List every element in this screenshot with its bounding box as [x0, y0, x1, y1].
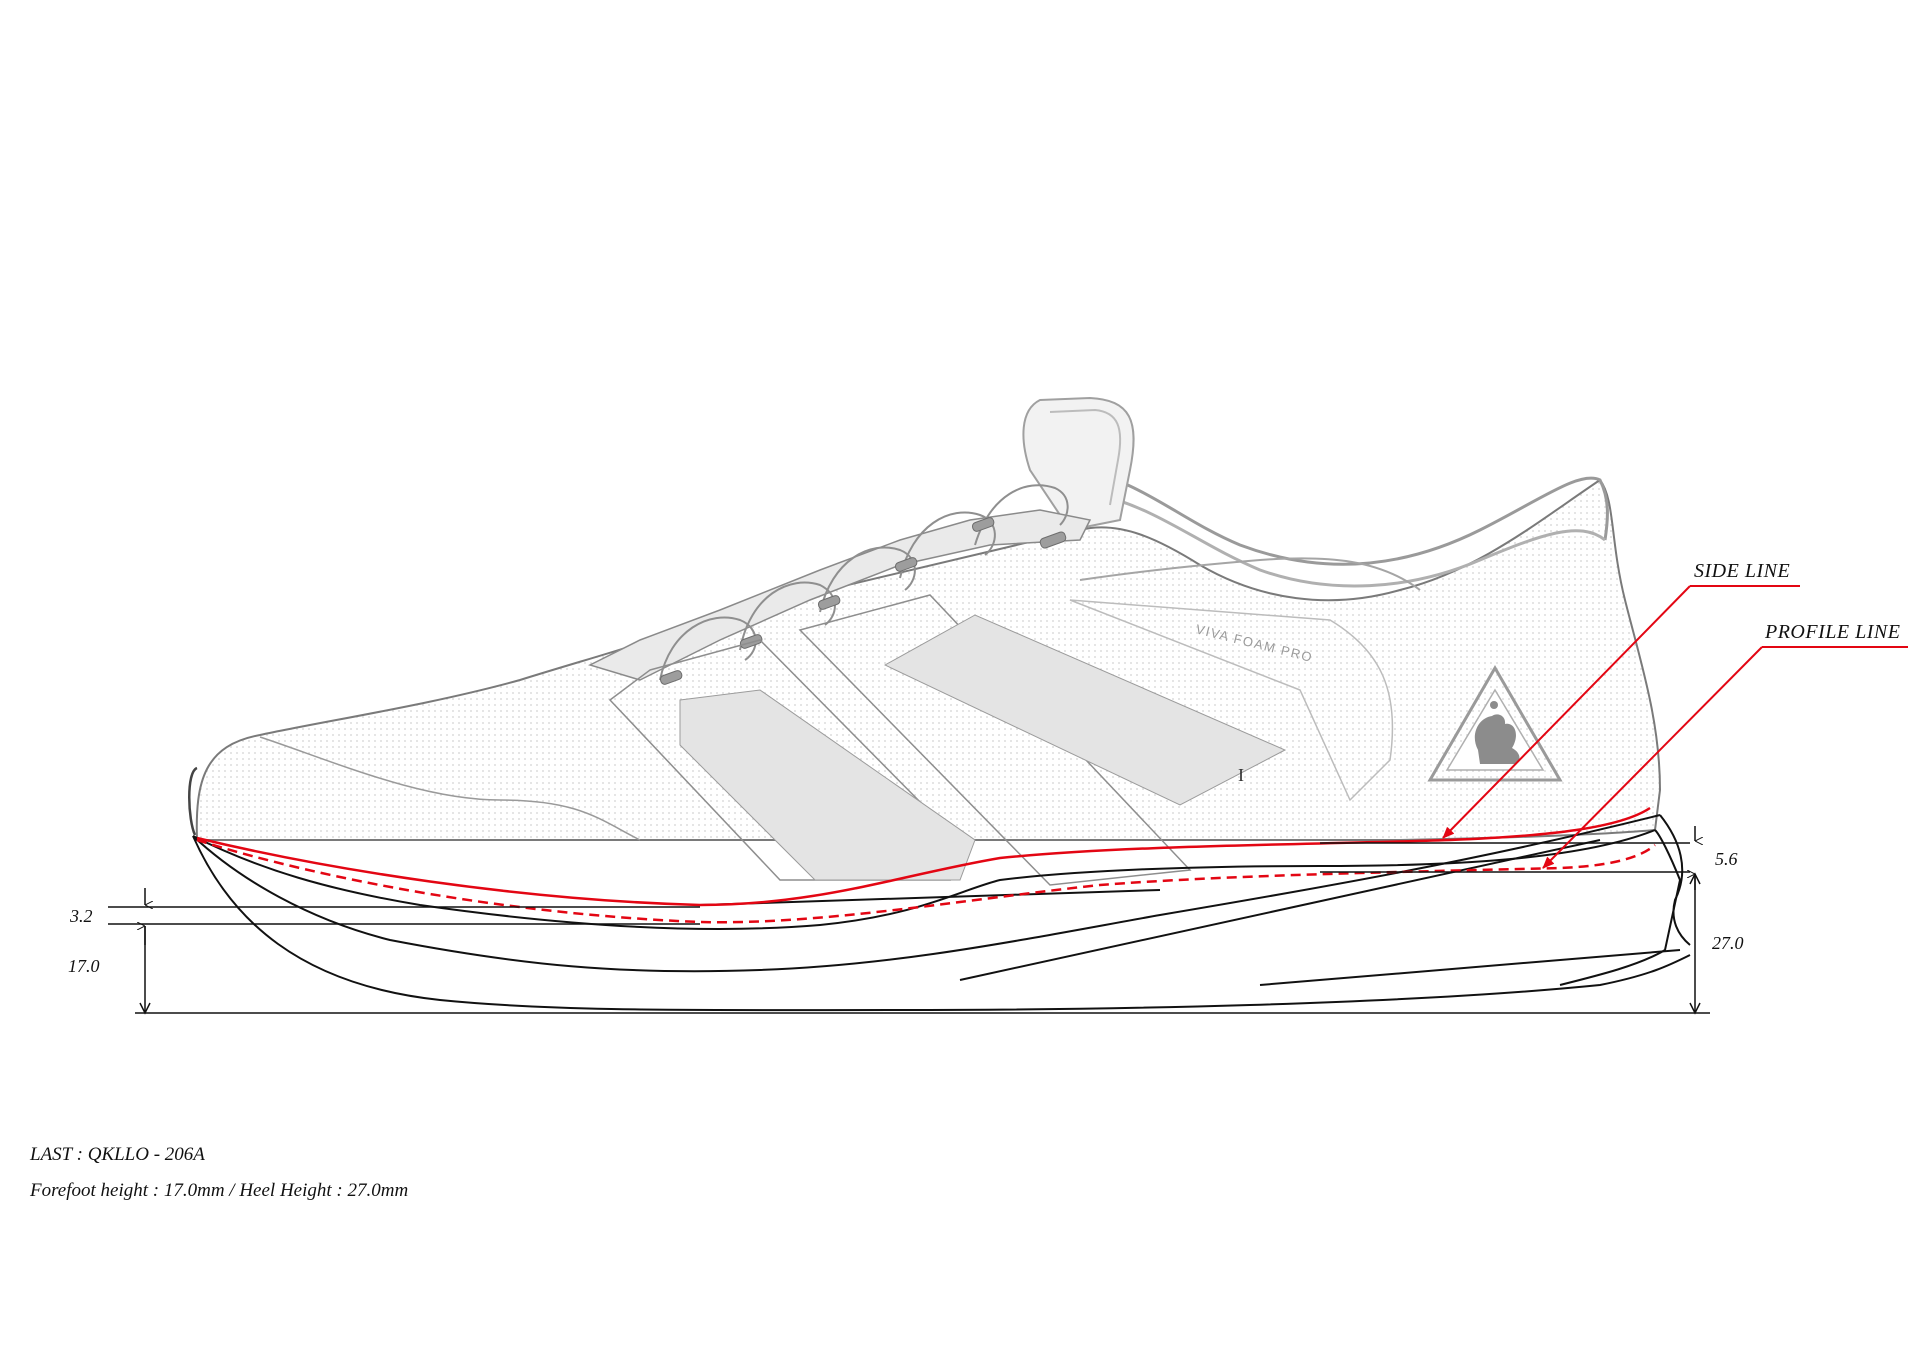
- side-panel-mid: [883, 614, 1287, 806]
- profile-line-path: [196, 838, 1656, 924]
- callout-profile-line: PROFILE LINE: [1542, 621, 1908, 869]
- toe-cap: [259, 736, 641, 841]
- callout-profile-line-label: PROFILE LINE: [1764, 621, 1900, 643]
- midsole: [192, 814, 1691, 1012]
- callout-side-line-leader: [1442, 585, 1691, 839]
- collar-inner: [1099, 493, 1606, 588]
- dim-label-forefoot: 17.0: [68, 956, 100, 976]
- midsole-top: [192, 829, 1656, 930]
- heel-wedge: [1559, 829, 1682, 986]
- side-stripe-2: [798, 594, 1192, 886]
- dimension-lines: [108, 826, 1710, 1015]
- outsole-bottom: [192, 835, 1691, 1012]
- spec-heights: Forefoot height : 17.0mm / Heel Height :…: [30, 1180, 409, 1201]
- midsole-plate-2: [1259, 949, 1681, 986]
- callout-side-line-label: SIDE LINE: [1694, 560, 1790, 582]
- dim-label-toe-offset: 3.2: [69, 906, 93, 926]
- callout-side-line: SIDE LINE: [1442, 560, 1800, 839]
- dim-heel-arrowhead-top: [1689, 872, 1701, 885]
- dim-forefoot-arrowhead-bottom: [139, 1002, 151, 1015]
- callout-profile-line-leader: [1542, 646, 1763, 869]
- midsole-lower: [192, 814, 1661, 973]
- text-cursor-glyph: I: [1238, 765, 1244, 785]
- toe-offset-line: [699, 889, 1161, 906]
- dim-label-heel: 27.0: [1712, 933, 1744, 953]
- shoe-upper: VIVA FOAM PRO I: [188, 396, 1662, 886]
- tongue: [1022, 396, 1135, 532]
- midsole-plate-1: [959, 839, 1601, 981]
- dim-heel-arrowhead-bottom: [1689, 1002, 1701, 1015]
- red-lines: [196, 806, 1656, 924]
- heel-counter: [1079, 557, 1421, 591]
- side-panel-front: [679, 689, 976, 881]
- rooster-triangle-logo: [1427, 665, 1563, 782]
- collar-outer: [1079, 468, 1609, 566]
- tongue-inner: [1049, 408, 1122, 506]
- heel-panel: [1069, 599, 1394, 802]
- toe-bumper: [188, 766, 198, 836]
- side-line-path: [196, 806, 1651, 907]
- spec-last: LAST : QKLLO - 206A: [30, 1144, 205, 1165]
- outsole-heel-curve: [1659, 814, 1691, 946]
- dim-label-heel-offset: 5.6: [1715, 849, 1738, 869]
